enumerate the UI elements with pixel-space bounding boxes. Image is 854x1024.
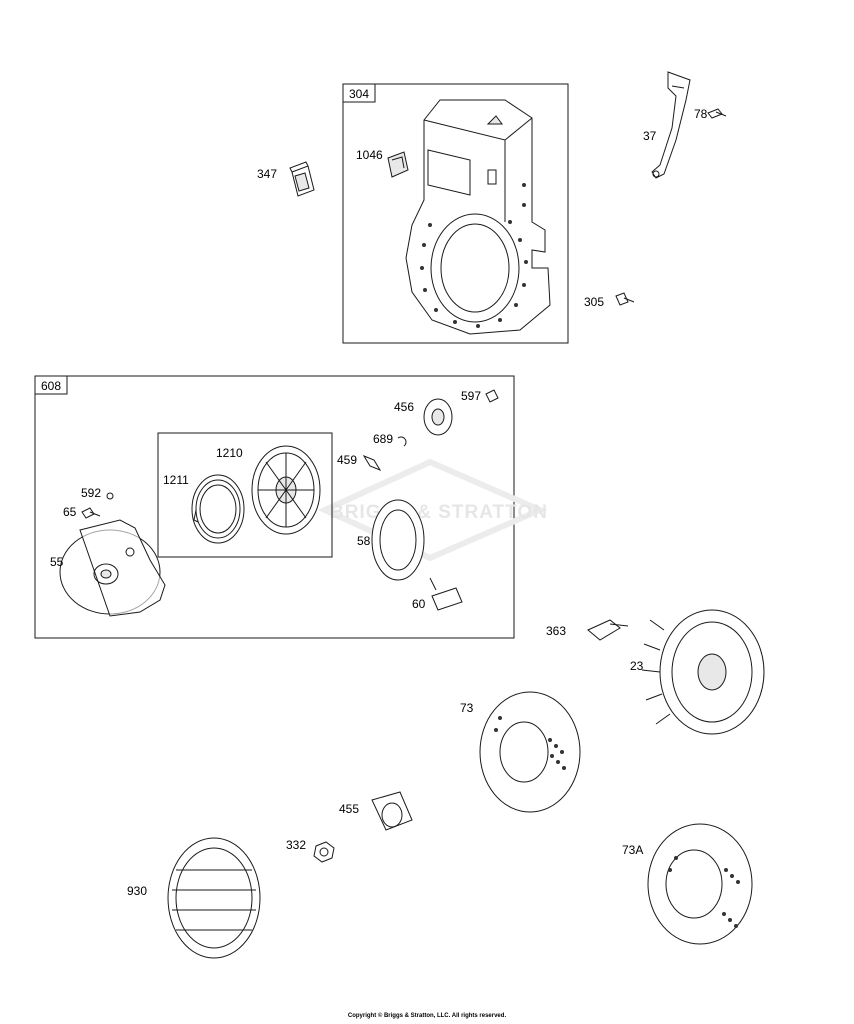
label-73: 73	[460, 701, 474, 715]
part-930	[167, 837, 261, 959]
label-459: 459	[337, 453, 357, 467]
part-456	[423, 398, 453, 436]
part-332	[313, 841, 335, 863]
label-1046: 1046	[356, 148, 383, 162]
part-60	[429, 577, 463, 611]
part-1046	[387, 151, 409, 178]
part-1211	[191, 474, 245, 544]
part-37	[651, 71, 691, 179]
label-1210: 1210	[216, 446, 243, 460]
label-363: 363	[546, 624, 566, 638]
label-930: 930	[127, 884, 147, 898]
label-347: 347	[257, 167, 277, 181]
part-55	[59, 519, 166, 617]
part-58	[371, 499, 425, 581]
part-23	[641, 609, 765, 735]
label-689: 689	[373, 432, 393, 446]
label-455: 455	[339, 802, 359, 816]
svg-text:BRIGGS & STRATTON: BRIGGS & STRATTON	[330, 502, 548, 523]
part-689	[397, 436, 407, 447]
sub-group-box	[157, 432, 333, 558]
blower-housing-part	[405, 99, 551, 335]
label-55: 55	[50, 555, 64, 569]
label-23: 23	[630, 659, 644, 673]
part-459	[362, 454, 382, 472]
group-box-608: 608	[34, 375, 515, 639]
label-592: 592	[81, 486, 101, 500]
label-456: 456	[394, 400, 414, 414]
part-78	[707, 108, 727, 119]
part-65	[81, 507, 101, 519]
part-592	[106, 492, 114, 500]
group-box-304: 304	[342, 83, 569, 344]
part-455	[371, 791, 413, 831]
label-78: 78	[694, 107, 708, 121]
part-73	[479, 691, 581, 813]
part-73A	[647, 823, 753, 945]
part-347	[289, 161, 315, 197]
label-1211: 1211	[163, 473, 189, 487]
label-60: 60	[412, 597, 426, 611]
label-65: 65	[63, 505, 77, 519]
part-305	[615, 292, 635, 306]
part-363	[587, 619, 629, 641]
label-332: 332	[286, 838, 306, 852]
copyright-notice: Copyright © Briggs & Stratton, LLC. All …	[347, 1013, 507, 1019]
label-37: 37	[643, 129, 657, 143]
label-597: 597	[461, 389, 481, 403]
part-1210	[251, 445, 321, 535]
label-73A: 73A	[622, 843, 643, 857]
label-58: 58	[357, 534, 371, 548]
group-label-608: 608	[41, 379, 61, 393]
label-305: 305	[584, 295, 604, 309]
part-597	[485, 389, 499, 403]
group-label-304: 304	[349, 87, 369, 101]
